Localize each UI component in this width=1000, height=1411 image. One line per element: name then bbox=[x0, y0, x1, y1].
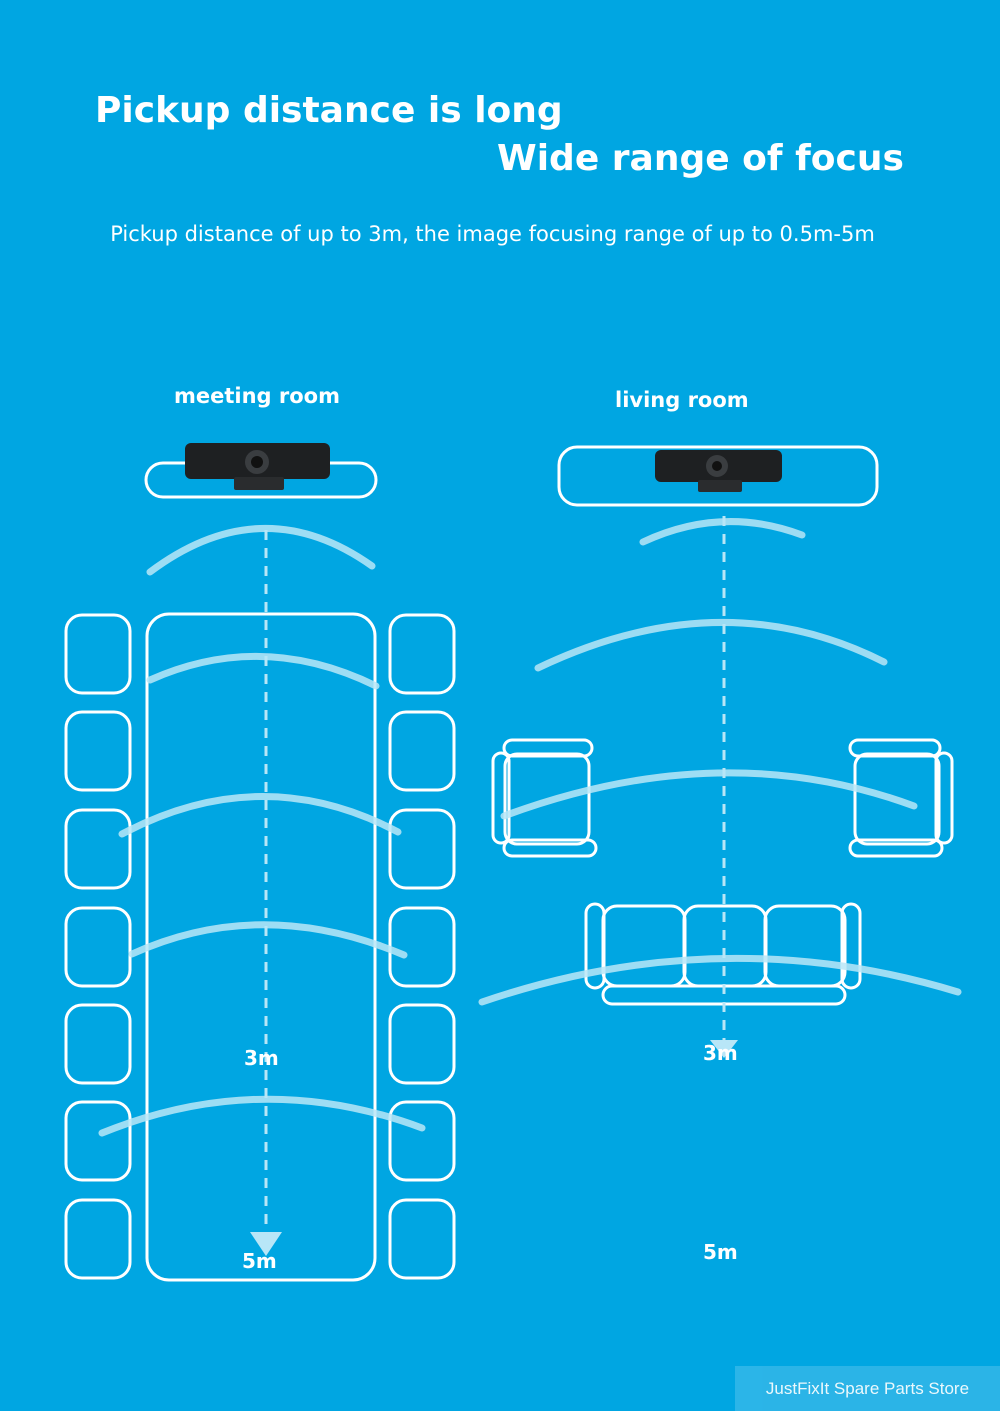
meeting-webcam-icon bbox=[185, 443, 330, 490]
meeting-room-diagram bbox=[64, 443, 456, 1282]
living-webcam-icon bbox=[655, 450, 782, 492]
living-5m-mark: 5m bbox=[703, 1240, 738, 1264]
meeting-pickup-arcs bbox=[98, 524, 426, 1137]
living-tv-cabinet bbox=[557, 445, 879, 507]
meeting-5m-mark: 5m bbox=[242, 1249, 277, 1273]
living-armchair-right bbox=[848, 738, 954, 858]
meeting-chairs-right bbox=[388, 613, 456, 1280]
living-armchair-left bbox=[491, 738, 598, 858]
headline-line-2: Wide range of focus bbox=[497, 138, 904, 179]
meeting-chairs-left bbox=[64, 613, 132, 1280]
meeting-room-label: meeting room bbox=[174, 384, 340, 408]
living-room-diagram bbox=[478, 445, 962, 1058]
living-pickup-arcs bbox=[478, 518, 962, 1006]
meeting-distance-arrow bbox=[250, 1232, 282, 1256]
living-room-label: living room bbox=[615, 388, 749, 412]
meeting-table bbox=[145, 612, 377, 1282]
store-watermark: JustFixIt Spare Parts Store bbox=[735, 1366, 1000, 1411]
living-distance-arrow bbox=[710, 1040, 738, 1058]
meeting-3m-mark: 3m bbox=[244, 1046, 279, 1070]
headline-line-1: Pickup distance is long bbox=[95, 90, 563, 131]
subtitle: Pickup distance of up to 3m, the image f… bbox=[110, 222, 875, 246]
living-3m-mark: 3m bbox=[703, 1041, 738, 1065]
